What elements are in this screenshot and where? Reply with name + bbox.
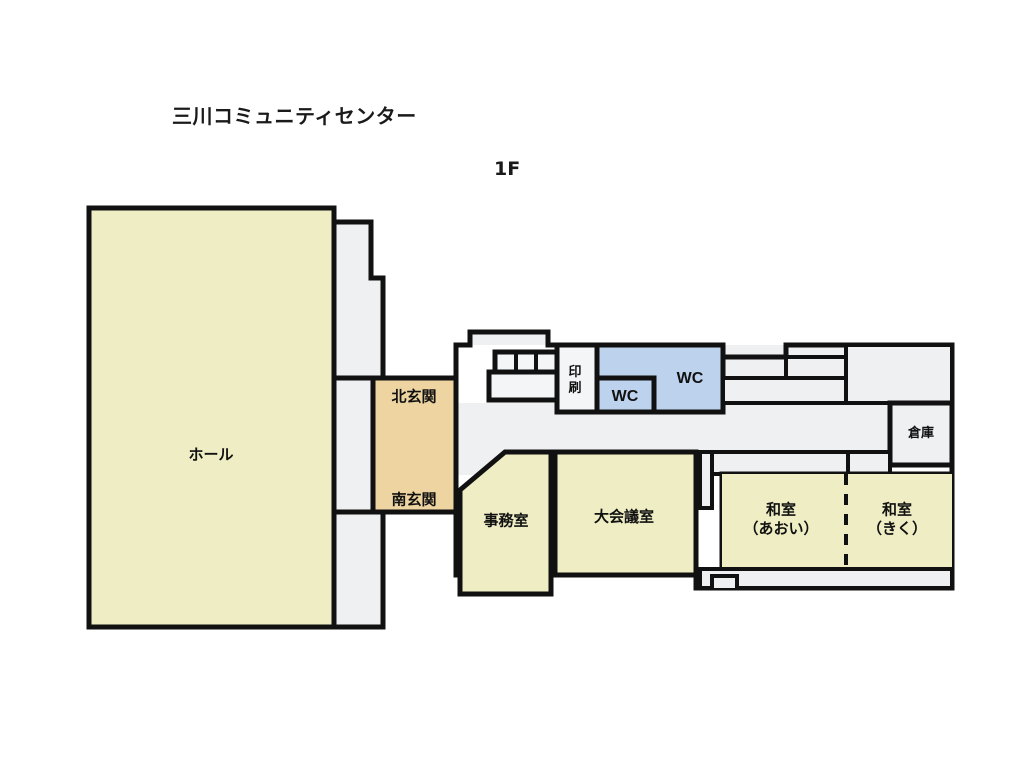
room-jimushitsu[interactable] (457, 449, 554, 597)
entrance-block (370, 375, 459, 515)
page-title: 三川コミュニティセンター (172, 104, 417, 128)
room-kita-genkan[interactable] (373, 378, 456, 445)
room-insatsu[interactable] (554, 342, 600, 415)
ms-cell-a (698, 450, 714, 510)
south-strip-notch (710, 574, 739, 588)
south-corridor-strip (698, 567, 954, 590)
room-hall[interactable] (86, 205, 337, 630)
stairs (486, 349, 560, 403)
northeast-corridor-cells (721, 343, 954, 405)
ms-cell-c (846, 450, 892, 476)
room-washitsu-kiku[interactable] (846, 474, 952, 569)
room-daikaigishitsu[interactable] (552, 449, 699, 578)
ms-cell-b (710, 450, 850, 476)
ne-cell-b (844, 343, 954, 405)
ne-cell-c (721, 376, 848, 405)
floor-label: 1F (494, 158, 521, 180)
stairs-landing (486, 369, 560, 403)
room-washitsu-aoi[interactable] (722, 474, 846, 569)
south-strip (698, 567, 954, 590)
room-minami-genkan[interactable] (373, 445, 456, 512)
room-wc-small[interactable] (594, 375, 657, 415)
corridor-cell-north (330, 219, 386, 381)
corridor-cell-south (330, 509, 386, 630)
room-souko[interactable] (887, 400, 955, 468)
wc-group (594, 342, 726, 415)
